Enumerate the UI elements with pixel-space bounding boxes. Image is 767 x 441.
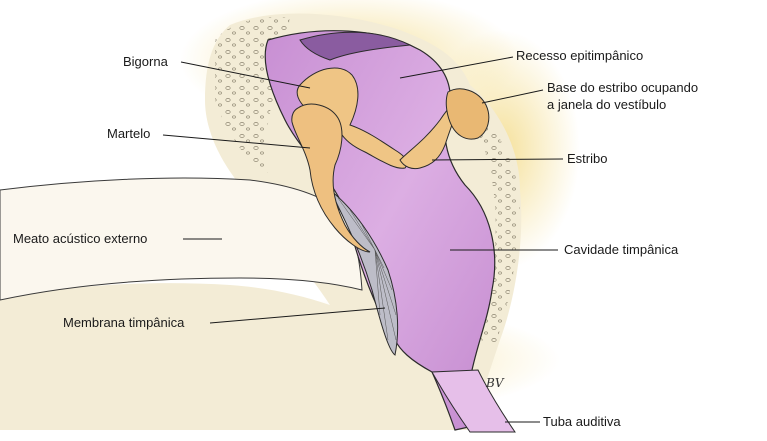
label-membrana: Membrana timpânica <box>63 315 184 331</box>
label-cavidade: Cavidade timpânica <box>564 242 678 258</box>
label-base-estribo-line1: Base do estribo ocupando <box>547 80 698 96</box>
leader-bigorna <box>181 62 310 88</box>
label-martelo: Martelo <box>107 126 150 142</box>
leader-estribo <box>432 159 563 160</box>
label-base-estribo-line2: a janela do vestíbulo <box>547 97 666 113</box>
label-meato: Meato acústico externo <box>13 231 147 247</box>
label-bigorna: Bigorna <box>123 54 168 70</box>
leader-recesso <box>400 57 513 78</box>
label-recesso: Recesso epitimpânico <box>516 48 643 64</box>
leader-martelo <box>163 135 310 148</box>
leader-membrana <box>210 308 385 323</box>
artist-signature: BV <box>486 376 503 390</box>
leader-base-estribo <box>482 90 543 103</box>
label-tuba: Tuba auditiva <box>543 414 621 430</box>
label-estribo: Estribo <box>567 151 607 167</box>
